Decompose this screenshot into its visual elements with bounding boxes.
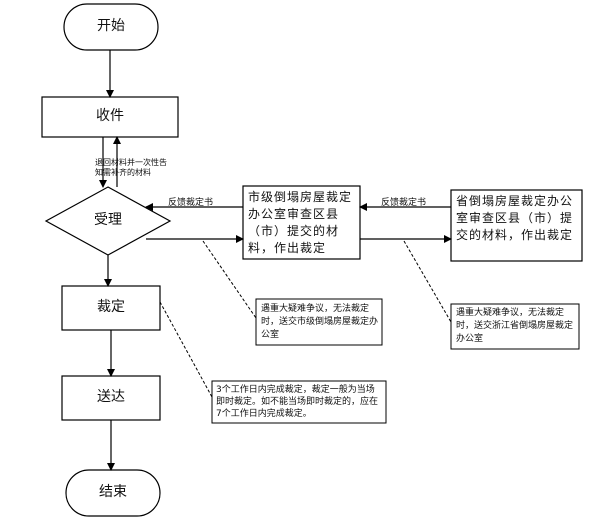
province-escalation-note-box (450, 303, 580, 350)
province-office-label: 省倒塌房屋裁定办公室审查区县（市）提交的材料，作出裁定 (456, 194, 574, 242)
start-label: 开始 (97, 18, 125, 34)
receive-label: 收件 (96, 108, 124, 124)
start-terminal (63, 3, 159, 51)
accept-label: 受理 (94, 212, 122, 228)
city-office-label: 市级倒塌房屋裁定办公室审查区县（市）提交的材料，作出裁定 (248, 190, 353, 255)
city-office-box (242, 185, 361, 260)
leader-time-limit (159, 301, 213, 398)
deliver-label: 送达 (97, 389, 125, 405)
feedback-province-label: 反馈裁定书 (381, 198, 427, 208)
decide-label: 裁定 (97, 299, 125, 315)
receive-box (41, 96, 179, 138)
time-limit-note-box (211, 380, 387, 424)
end-label: 结束 (99, 484, 127, 500)
deliver-box (61, 375, 161, 421)
province-escalation-note: 遇重大疑难争议，无法裁定时，送交浙江省倒塌房屋裁定办公室 (456, 308, 574, 344)
city-escalation-note-box (255, 298, 383, 346)
city-escalation-note: 遇重大疑难争议，无法裁定时，送交市级倒塌房屋裁定办公室 (261, 304, 379, 340)
leader-province-escalation (403, 240, 452, 323)
time-limit-note: 3个工作日内完成裁定，裁定一般为当场即时裁定。如不能当场即时裁定的，应在7个工作… (216, 385, 379, 419)
return-materials-label: 退回材料并一次性告知需补齐的材料 (95, 158, 167, 177)
province-office-box (450, 189, 583, 262)
feedback-city-label: 反馈裁定书 (168, 198, 214, 208)
leader-city-escalation (202, 240, 257, 319)
